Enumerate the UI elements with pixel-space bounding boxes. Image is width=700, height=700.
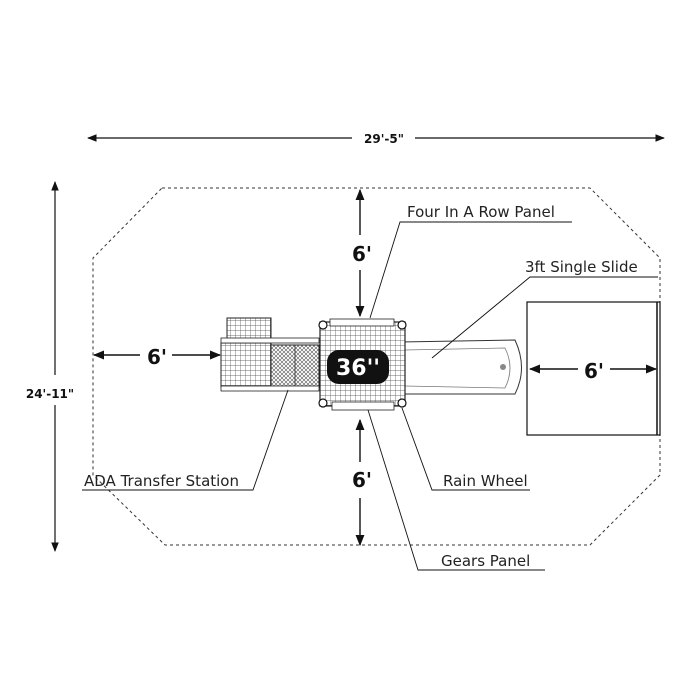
gears-panel-leader xyxy=(367,409,545,571)
overall-width-dimension: 29'-5" xyxy=(87,132,665,146)
right-clearance-dimension: 6' xyxy=(528,359,658,383)
rain-wheel-label: Rain Wheel xyxy=(443,472,528,490)
deck-height-badge xyxy=(327,350,389,384)
main-deck: 36'' xyxy=(318,318,407,411)
ada-transfer-station xyxy=(220,317,320,392)
top-clearance-dimension: 6' xyxy=(352,188,372,318)
overall-depth-label: 24'-11" xyxy=(26,387,74,401)
overall-depth-dimension: 24'-11" xyxy=(26,181,74,552)
left-clearance-dimension: 6' xyxy=(92,345,222,369)
ada-transfer-leader xyxy=(82,389,289,491)
four-in-a-row-panel-label: Four In A Row Panel xyxy=(407,203,555,221)
overall-width-label: 29'-5" xyxy=(364,132,404,146)
ada-transfer-station-label: ADA Transfer Station xyxy=(84,472,239,490)
right-clearance-label: 6' xyxy=(584,359,604,383)
bottom-clearance-label: 6' xyxy=(352,468,372,492)
deck-height-label: 36'' xyxy=(336,356,380,381)
top-clearance-label: 6' xyxy=(352,242,372,266)
left-clearance-label: 6' xyxy=(147,345,167,369)
use-zone-boundary xyxy=(92,187,661,546)
rain-wheel-leader xyxy=(401,407,530,491)
bottom-clearance-dimension: 6' xyxy=(352,418,372,547)
single-slide-label: 3ft Single Slide xyxy=(525,258,638,276)
gears-panel-label: Gears Panel xyxy=(441,552,530,570)
four-in-a-row-leader xyxy=(369,221,572,319)
single-slide-leader xyxy=(431,276,658,359)
single-slide xyxy=(399,339,522,395)
